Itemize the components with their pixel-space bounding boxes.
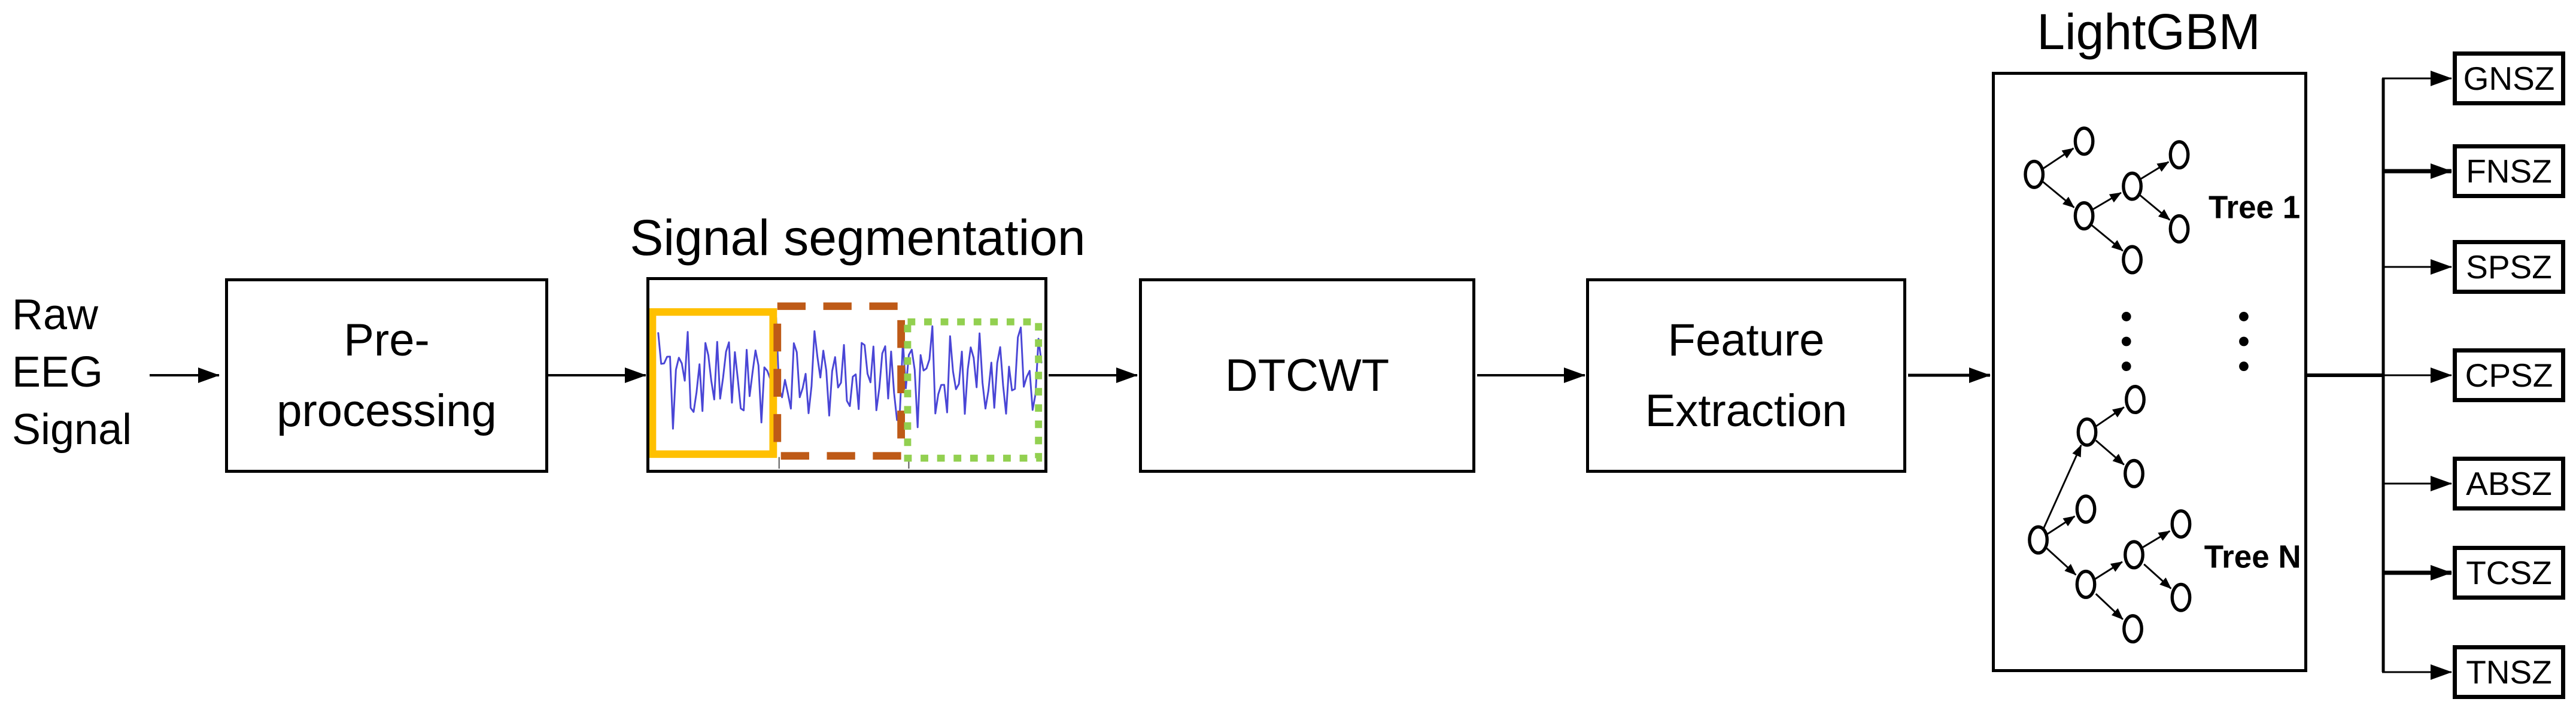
lightgbm-title: LightGBM <box>2037 4 2261 60</box>
tree-1-nodes <box>2024 126 2190 275</box>
output-box-absz: ABSZ <box>2453 457 2565 511</box>
lightgbm-box: Tree 1 <box>1992 72 2307 672</box>
dtcwt-label: DTCWT <box>1225 350 1390 401</box>
feature-extraction-box: Feature Extraction <box>1586 278 1906 473</box>
feature-extraction-label-line1: Feature <box>1667 314 1825 366</box>
eeg-waveform <box>657 317 1043 430</box>
tree-n-nodes <box>2028 385 2192 644</box>
input-signal-label: Raw EEG Signal <box>12 286 132 458</box>
output-box-tnsz: TNSZ <box>2453 645 2565 699</box>
output-box-fnsz: FNSZ <box>2453 144 2565 198</box>
dtcwt-box: DTCWT <box>1139 278 1475 473</box>
output-box-spsz: SPSZ <box>2453 240 2565 294</box>
output-box-cpsz: CPSZ <box>2453 348 2565 402</box>
preprocessing-label-line1: Pre- <box>344 314 430 366</box>
input-signal-label-line2: EEG <box>12 348 104 396</box>
trees-ellipsis-dots <box>2121 312 2249 372</box>
tree-1-edges <box>2041 147 2171 252</box>
feature-extraction-label-line2: Extraction <box>1645 385 1848 436</box>
input-signal-label-line1: Raw <box>12 291 99 339</box>
tree-n-edges <box>2042 406 2172 620</box>
tree-1-label: Tree 1 <box>2209 190 2300 225</box>
preprocessing-box: Pre- processing <box>225 278 548 473</box>
input-signal-label-line3: Signal <box>12 406 132 454</box>
segmentation-graphic <box>649 302 1043 469</box>
segment-window-3-dotted <box>904 318 1043 462</box>
tree-n-label: Tree N <box>2204 539 2301 575</box>
output-box-tcsz: TCSZ <box>2453 546 2565 600</box>
preprocessing-label-line2: processing <box>277 385 497 436</box>
segment-window-1-solid <box>649 308 777 458</box>
segmentation-box <box>646 277 1047 473</box>
lightgbm-trees-graphic: Tree 1 <box>2024 126 2301 644</box>
segmentation-title: Signal segmentation <box>630 209 1086 266</box>
segment-window-2-dashed <box>773 302 906 460</box>
output-box-gnsz: GNSZ <box>2453 51 2565 105</box>
